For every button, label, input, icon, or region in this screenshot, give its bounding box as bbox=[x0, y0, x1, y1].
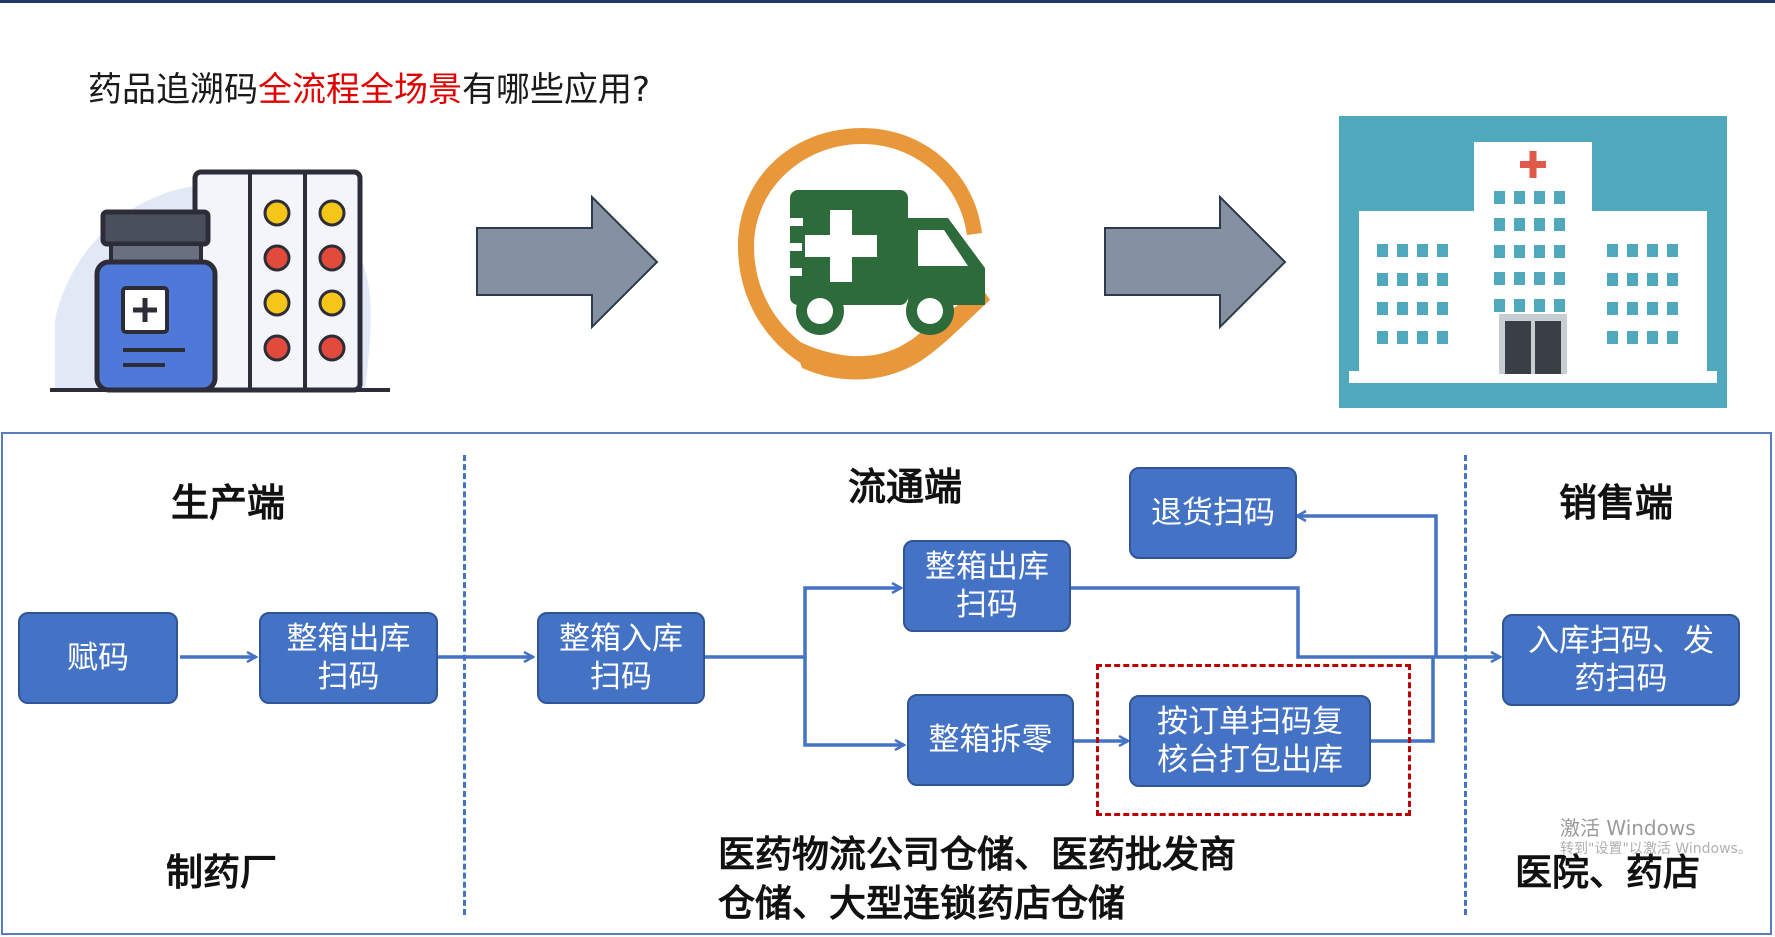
arrow-dist-out-to-sales bbox=[1070, 586, 1500, 657]
packing-highlight-frame bbox=[1096, 664, 1411, 816]
distribution-footer-line2: 仓储、大型连锁药店仓储 bbox=[718, 882, 1125, 925]
split-case-box: 整箱拆零 bbox=[907, 694, 1074, 786]
sales-inbound-dispense-box: 入库扫码、发药扫码 bbox=[1502, 614, 1740, 706]
production-heading: 生产端 bbox=[170, 481, 285, 525]
distribution-heading: 流通端 bbox=[847, 465, 962, 509]
production-distribution-divider bbox=[463, 455, 466, 915]
order-check-pack-box: 按订单扫码复核台打包出库 bbox=[1129, 695, 1371, 787]
production-outbound-label-line1: 整箱出库 bbox=[286, 621, 411, 657]
split-case-label: 整箱拆零 bbox=[928, 722, 1053, 758]
arrow-check-to-sales bbox=[1371, 657, 1435, 743]
medicine-bottle-icon bbox=[94, 209, 218, 393]
arrow-sales-to-return bbox=[1297, 516, 1438, 657]
assign-code-label: 赋码 bbox=[67, 640, 129, 676]
return-scan-label: 退货扫码 bbox=[1151, 495, 1275, 531]
distribution-inbound-label-line2: 扫码 bbox=[590, 659, 652, 695]
distribution-inbound-scan-box: 整箱入库扫码 bbox=[537, 612, 705, 704]
delivery-truck-icon bbox=[760, 190, 985, 335]
order-check-label-line1: 按订单扫码复 bbox=[1157, 704, 1343, 740]
sales-inbound-label-line2: 药扫码 bbox=[1574, 661, 1668, 697]
title-part-1: 药品追溯码 bbox=[88, 70, 258, 110]
assign-code-box: 赋码 bbox=[18, 612, 178, 704]
arrow-dist-in-to-split bbox=[803, 657, 904, 745]
distribution-inbound-label-line1: 整箱入库 bbox=[559, 621, 683, 657]
sales-heading: 销售端 bbox=[1558, 481, 1673, 525]
title-highlight: 全流程全场景 bbox=[258, 70, 462, 110]
arrow-dist-in-to-dist-out bbox=[705, 588, 901, 659]
page-title: 药品追溯码全流程全场景有哪些应用? bbox=[88, 62, 650, 111]
production-outbound-label-line2: 扫码 bbox=[317, 659, 380, 695]
production-outbound-scan-box: 整箱出库扫码 bbox=[259, 612, 438, 704]
delivery-illustration bbox=[738, 128, 990, 380]
distribution-sales-divider bbox=[1464, 455, 1467, 915]
return-scan-box: 退货扫码 bbox=[1129, 467, 1297, 559]
flow-panel bbox=[1, 432, 1772, 935]
distribution-outbound-scan-box: 整箱出库扫码 bbox=[903, 540, 1071, 632]
arrow-right-icon bbox=[476, 195, 659, 330]
title-part-2: 有哪些应用? bbox=[462, 70, 651, 110]
distribution-outbound-label-line2: 扫码 bbox=[956, 587, 1018, 623]
top-rule bbox=[0, 0, 1775, 3]
sales-inbound-label-line1: 入库扫码、发 bbox=[1528, 623, 1714, 659]
arrow-right-icon bbox=[1104, 195, 1287, 330]
order-check-label-line2: 核台打包出库 bbox=[1157, 742, 1343, 778]
sales-footer: 医院、药店 bbox=[1515, 851, 1700, 894]
hospital-building-icon bbox=[1339, 116, 1727, 408]
activation-watermark-sub: 转到"设置"以激活 Windows。 bbox=[1560, 841, 1752, 857]
distribution-outbound-label-line1: 整箱出库 bbox=[925, 549, 1049, 585]
medicine-illustration bbox=[50, 169, 390, 393]
distribution-footer-line1: 医药物流公司仓储、医药批发商 bbox=[718, 833, 1236, 876]
production-footer: 制药厂 bbox=[166, 851, 277, 894]
activation-watermark: 激活 Windows bbox=[1560, 816, 1696, 840]
